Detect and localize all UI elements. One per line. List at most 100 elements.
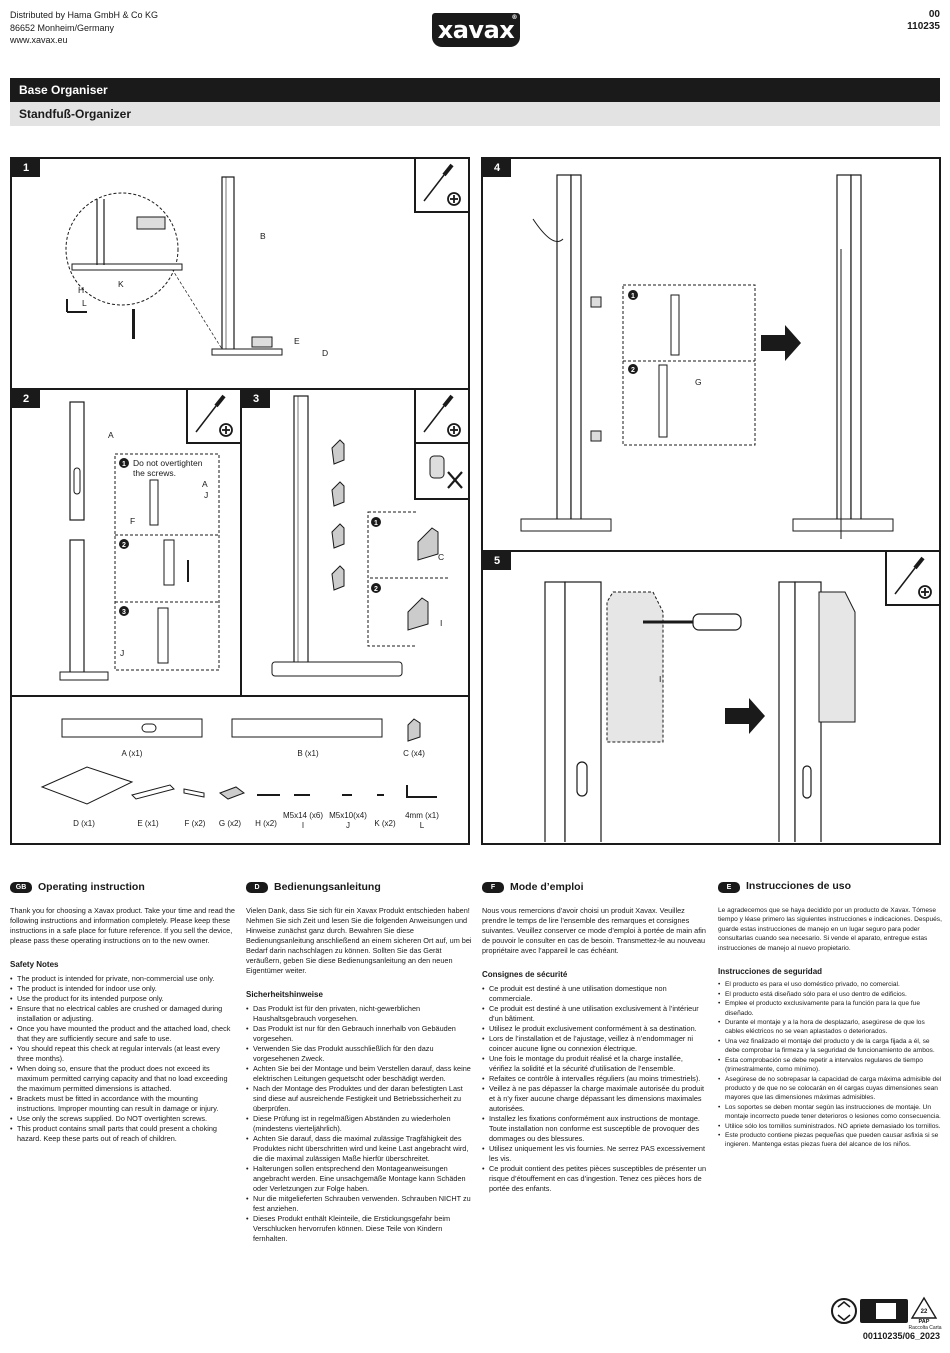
screwdriver-icon	[423, 394, 461, 437]
list-item: Once you have mounted the product and th…	[10, 1024, 236, 1044]
title-en: Base Organiser	[10, 78, 940, 102]
section-header: E Instrucciones de uso	[718, 880, 944, 894]
step-3-detail: 1 C 2 I	[370, 517, 448, 631]
screwdriver-icon	[423, 163, 461, 206]
step-5-illustration: I	[544, 581, 856, 842]
bin-icon	[876, 1303, 896, 1319]
article-code: 00 110235	[907, 9, 940, 33]
label-e: E	[294, 336, 300, 346]
article-code-prefix: 00	[928, 9, 940, 20]
intro-text: Vielen Dank, dass Sie sich für ein Xavax…	[246, 906, 472, 975]
list-item: Achten Sie darauf, dass die maximal zulä…	[246, 1134, 472, 1164]
step-4-illustration: 1 2 G	[520, 174, 894, 539]
part-label-l-letter: L	[419, 821, 425, 830]
list-item: Los soportes se deben montar según las i…	[718, 1103, 944, 1122]
note-number: 2	[122, 542, 126, 549]
part-label-d: D (x1)	[73, 819, 95, 828]
safety-list: The product is intended for private, non…	[10, 974, 236, 1144]
list-item: El producto está diseñado sólo para el u…	[718, 990, 944, 1000]
distributor-info: Distributed by Hama GmbH & Co KG 86652 M…	[10, 9, 158, 47]
safety-heading: Instrucciones de seguridad	[718, 967, 823, 977]
note-number: 1	[122, 461, 126, 468]
tool-box	[414, 159, 468, 213]
step-2-illustration: A 1 Do not overtighten the screws. A J F…	[59, 401, 220, 681]
list-item: Dieses Produkt enthält Kleinteile, die E…	[246, 1214, 472, 1244]
section-header: D Bedienungsanleitung	[246, 880, 472, 894]
no-overtighten-icon	[429, 455, 463, 489]
right-arrow-icon	[725, 698, 765, 734]
list-item: El producto es para el uso doméstico pri…	[718, 980, 944, 990]
list-item: Ce produit est destiné à une utilisation…	[482, 1004, 708, 1024]
list-item: Nur die mitgelieferten Schrauben verwend…	[246, 1194, 472, 1214]
list-item: Ce produit contient des petites pièces s…	[482, 1164, 708, 1194]
note-number: 2	[374, 586, 378, 593]
distributor-line: Distributed by Hama GmbH & Co KG	[10, 10, 159, 20]
list-item: Une fois le montage du produit réalisé e…	[482, 1054, 708, 1074]
step-number: 5	[483, 552, 511, 570]
list-item: Refaites ce contrôle à intervalles régul…	[482, 1074, 708, 1084]
step-4-panel: 4 1 2 G	[481, 157, 941, 552]
step-number: 4	[483, 159, 511, 177]
pap-label: PAP	[919, 1319, 930, 1325]
step-number: 2	[12, 390, 40, 408]
list-item: Emplee el producto exclusivamente para l…	[718, 999, 944, 1018]
list-item: Brackets must be fitted in accordance wi…	[10, 1094, 236, 1114]
language-badge: F	[482, 881, 504, 893]
tool-box	[885, 552, 939, 606]
list-item: Lors de l’installation et de l’ajustage,…	[482, 1034, 708, 1054]
part-label-l: 4mm (x1)	[405, 811, 439, 820]
registered-mark: ®	[511, 14, 518, 21]
safety-list: Das Produkt ist für den privaten, nicht-…	[246, 1004, 472, 1244]
step-number: 1	[12, 159, 40, 177]
overtighten-note: the screws.	[133, 468, 176, 478]
label-a: A	[202, 479, 208, 489]
intro-text: Le agradecemos que se haya decidido por …	[718, 907, 942, 952]
label-i: I	[440, 618, 442, 628]
recycling-marks: 22 PAP	[831, 1296, 938, 1325]
list-item: Use the product for its intended purpose…	[10, 994, 236, 1004]
label-j: J	[204, 490, 208, 500]
list-item: Veillez à ne pas dépasser la charge maxi…	[482, 1084, 708, 1114]
step-3-panel: 3 1 C 2 I	[240, 388, 470, 697]
safety-heading: Safety Notes	[10, 960, 59, 969]
list-item: Halterungen sollen entsprechend den Mont…	[246, 1164, 472, 1194]
label-l: L	[82, 298, 87, 308]
list-item: Diese Prüfung ist in regelmäßigen Abstän…	[246, 1114, 472, 1134]
parts-panel: A (x1) B (x1) C (x4) D (x1) E (x1) F (x2…	[10, 695, 470, 845]
language-badge: E	[718, 881, 740, 893]
part-label-j: M5x10(x4)	[329, 811, 367, 820]
label-j: J	[120, 648, 124, 658]
list-item: Installez les fixations conformément aux…	[482, 1114, 708, 1144]
list-item: Durante el montaje y a la hora de despla…	[718, 1018, 944, 1037]
note-number: 2	[631, 367, 635, 374]
raccolta-label: Raccolta Carta	[908, 1325, 942, 1331]
section-title: Bedienungsanleitung	[274, 881, 381, 893]
label-i: I	[659, 674, 661, 684]
list-item: Asegúrese de no sobrepasar la capacidad …	[718, 1075, 944, 1103]
column-es: E Instrucciones de uso Le agradecemos qu…	[718, 880, 944, 1150]
section-title: Mode d’emploi	[510, 881, 584, 893]
list-item: Esta comprobación se debe repetir a inte…	[718, 1056, 944, 1075]
label-c: C	[438, 552, 444, 562]
safety-heading: Consignes de sécurité	[482, 970, 568, 979]
list-item: The product is intended for indoor use o…	[10, 984, 236, 994]
safety-list: El producto es para el uso doméstico pri…	[718, 980, 944, 1149]
list-item: Utilisez uniquement les vis fournies. Ne…	[482, 1144, 708, 1164]
list-item: Das Produkt ist für den privaten, nicht-…	[246, 1004, 472, 1024]
section-header: GB Operating instruction	[10, 880, 236, 894]
part-label-j-letter: J	[346, 821, 350, 830]
part-label-k: K (x2)	[374, 819, 396, 828]
distributor-line: 86652 Monheim/Germany	[10, 22, 115, 33]
label-h: H	[78, 285, 84, 295]
list-item: When doing so, ensure that the product d…	[10, 1064, 236, 1094]
list-item: Utilice sólo los tornillos suministrados…	[718, 1122, 944, 1132]
recycle-icon	[831, 1298, 857, 1324]
label-g: G	[695, 377, 702, 387]
intro-text: Thank you for choosing a Xavax product. …	[10, 906, 235, 945]
tool-box	[186, 390, 240, 444]
column-en: GB Operating instruction Thank you for c…	[10, 880, 236, 1144]
overtighten-note: Do not overtighten	[133, 458, 203, 468]
list-item: Nach der Montage des Produktes und der d…	[246, 1084, 472, 1114]
list-item: You should repeat this check at regular …	[10, 1044, 236, 1064]
list-item: Una vez finalizado el montaje del produc…	[718, 1037, 944, 1056]
